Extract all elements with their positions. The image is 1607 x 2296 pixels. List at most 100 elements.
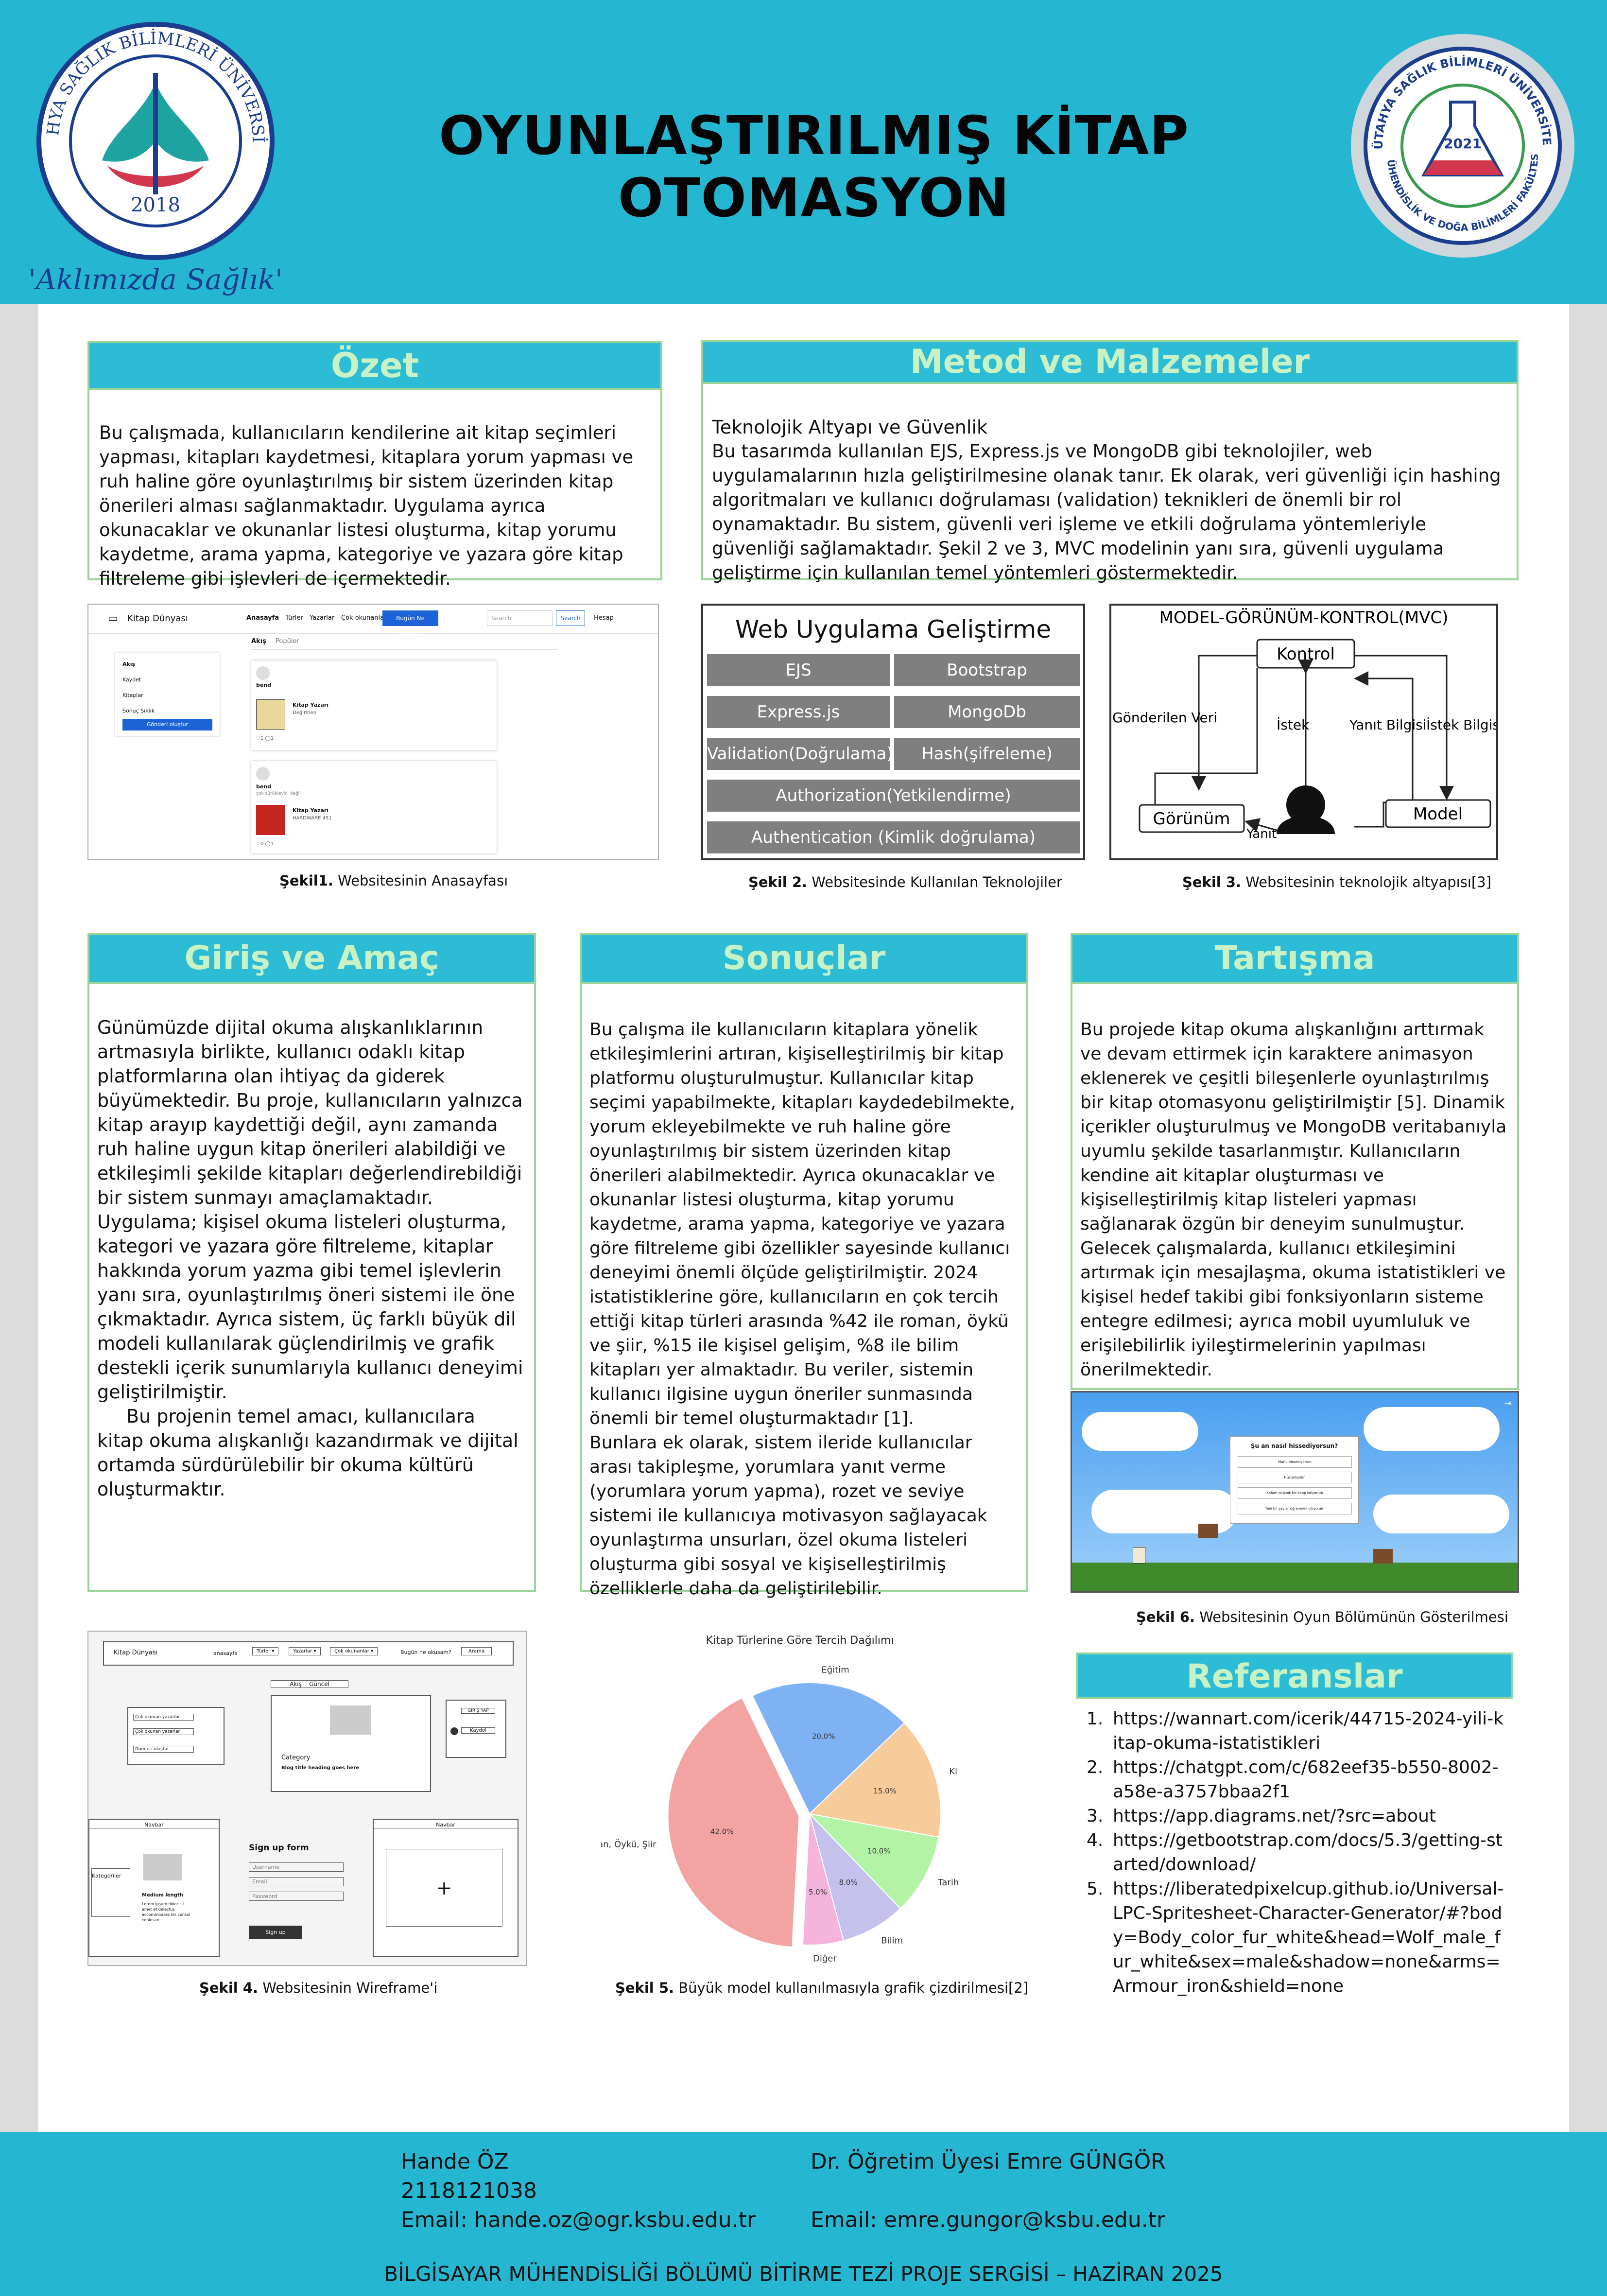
- wf-field-0[interactable]: Username: [249, 1862, 344, 1872]
- wf-categories: Kategoriler: [91, 1868, 130, 1917]
- fig1-account-link[interactable]: Hesap: [594, 614, 614, 622]
- wf-register-button[interactable]: Kaydol: [461, 1727, 495, 1734]
- svg-text:Yanıt: Yanıt: [1246, 827, 1277, 841]
- fig1-post2-user: bend: [256, 783, 272, 790]
- fig1-nav-1[interactable]: Türler: [285, 614, 303, 622]
- wf-lorem: Lorem ipsum dolor sit amet et delectus a…: [142, 1902, 190, 1922]
- cloud: [1373, 1495, 1509, 1533]
- fig1-search-input[interactable]: Search: [487, 610, 553, 626]
- wf-brand[interactable]: Kitap Dünyası: [114, 1649, 158, 1656]
- mood-option-3[interactable]: Yeni bir şeyler öğrenmek istiyorum: [1238, 1503, 1352, 1514]
- wf-auth: GİRİŞ YAP Kaydol: [446, 1700, 506, 1758]
- user-icon: [1286, 785, 1325, 824]
- fig1-brand[interactable]: Kitap Dünyası: [127, 613, 188, 624]
- wf-tabs[interactable]: Akış Güncel: [271, 1680, 348, 1688]
- cloud: [1364, 1407, 1500, 1451]
- reference-link[interactable]: https://getbootstrap.com/docs/5.3/gettin…: [1113, 1830, 1503, 1875]
- character-sprite[interactable]: [1133, 1547, 1145, 1564]
- giris-section: Giriş ve Amaç Günümüzde dijital okuma al…: [87, 933, 536, 1592]
- fig1-create-post-button[interactable]: Gönderi oluştur: [122, 719, 212, 731]
- reference-item: 5.https://liberatedpixelcup.github.io/Un…: [1087, 1879, 1504, 1996]
- wf-navbar-label-2: Navbar: [374, 1822, 518, 1828]
- svg-text:2021: 2021: [1444, 136, 1482, 152]
- reference-item: 3.https://app.diagrams.net/?src=about: [1087, 1806, 1436, 1826]
- fig1-search-button[interactable]: Search: [556, 610, 585, 626]
- wf-nav-0[interactable]: anasayfa: [213, 1650, 238, 1656]
- svg-text:İstek Bilgisi: İstek Bilgisi: [1426, 717, 1496, 733]
- metod-title: Metod ve Malzemeler: [703, 342, 1517, 384]
- mood-option-2[interactable]: Kafam dağınık bir kitap istiyorum: [1238, 1487, 1352, 1499]
- wf-nav-5[interactable]: Arama: [461, 1647, 492, 1655]
- reference-link[interactable]: https://app.diagrams.net/?src=about: [1113, 1806, 1436, 1826]
- tartisma-section: Tartışma Bu projede kitap okuma alışkanl…: [1071, 933, 1519, 1390]
- fig1-side-2[interactable]: Kitaplar: [122, 692, 143, 698]
- student-email[interactable]: Email: hande.oz@ogr.ksbu.edu.tr: [401, 2208, 756, 2232]
- pie-category-label-3: Tarih: [937, 1878, 958, 1888]
- sonuclar-paragraph-1: Bu çalışma ile kullanıcıların kitaplara …: [589, 1020, 1015, 1428]
- pie-category-label-2: Kişisel Gelişim: [949, 1766, 958, 1776]
- fig1-side-1[interactable]: Kaydet: [122, 677, 141, 683]
- fig1-nav-3[interactable]: Çok okunanlar: [341, 614, 387, 622]
- pie-percent-label-3: 10.0%: [867, 1847, 891, 1856]
- giris-body: Günümüzde dijital okuma alışkanlıklarını…: [97, 1015, 525, 1501]
- wf-category: Category: [281, 1754, 311, 1761]
- wf-side-0[interactable]: Çok okunan yazarlar: [133, 1714, 194, 1721]
- figure-4-caption: Şekil 4. Websitesinin Wireframe'i: [199, 1980, 438, 1996]
- reference-item: 2.https://chatgpt.com/c/682eef35-b550-80…: [1087, 1757, 1499, 1802]
- pie-category-label-4: Bilim: [881, 1935, 903, 1946]
- user-icon: [450, 1727, 458, 1735]
- wf-bottom-right: Navbar +: [373, 1819, 518, 1957]
- mood-option-0[interactable]: Mutlu hissediyorum: [1238, 1456, 1352, 1468]
- fig1-suggest-button[interactable]: Bugün Ne Okusam?: [382, 610, 438, 637]
- exit-icon[interactable]: ⇥: [1504, 1398, 1512, 1409]
- wf-side-1[interactable]: Çok okunan yazarlar: [133, 1728, 194, 1735]
- tech-authorization: Authorization(Yetkilendirme): [707, 780, 1080, 812]
- wf-navbar-label: Navbar: [89, 1822, 219, 1828]
- wf-nav-1[interactable]: Türler ▾: [252, 1647, 279, 1655]
- wf-nav-2[interactable]: Yazarlar ▾: [289, 1647, 321, 1655]
- fig1-post1-book: Kitap Yazarı: [293, 702, 329, 708]
- mood-option-1[interactable]: Hüzünlüyüm: [1238, 1472, 1352, 1483]
- wf-category-sub: Blog title heading goes here: [281, 1765, 360, 1771]
- mood-dialog: Şu an nasıl hissediyorsun? Mutlu hissedi…: [1230, 1436, 1359, 1524]
- wf-login-button[interactable]: GİRİŞ YAP: [461, 1708, 495, 1714]
- wf-signup-button[interactable]: Sign up: [249, 1926, 302, 1939]
- tech-authentication: Authentication (Kimlik doğrulama): [707, 821, 1080, 853]
- sonuclar-body: Bu çalışma ile kullanıcıların kitaplara …: [589, 1018, 1017, 1601]
- pie-percent-label-5: 5.0%: [809, 1888, 827, 1896]
- fig1-side-3[interactable]: Sonuç Sıklık: [122, 708, 155, 714]
- advisor-email[interactable]: Email: emre.gungor@ksbu.edu.tr: [811, 2208, 1166, 2232]
- tech-express: Express.js: [707, 696, 890, 728]
- fig1-post2-stats[interactable]: ♡0 ◯1: [256, 841, 274, 847]
- pie-slice-4: [809, 1813, 901, 1942]
- fig1-side-0[interactable]: Akış: [122, 661, 136, 667]
- fig1-nav-0[interactable]: Anasayfa: [246, 614, 279, 622]
- giris-title: Giriş ve Amaç: [89, 935, 534, 984]
- fig1-tab-1[interactable]: Popüler: [276, 638, 299, 645]
- fig1-post1-stats[interactable]: ♡1 ◯1: [256, 736, 274, 741]
- figure-3-mvc: MODEL-GÖRÜNÜM-KONTROL(MVC) Kontrol Görün…: [1109, 604, 1498, 860]
- svg-text:İstek: İstek: [1277, 717, 1310, 733]
- fig1-tab-0[interactable]: Akış: [251, 638, 266, 645]
- book-stack: [1198, 1524, 1218, 1538]
- fig1-nav-2[interactable]: Yazarlar: [310, 614, 335, 622]
- tartisma-title: Tartışma: [1072, 935, 1517, 984]
- metod-body: Bu tasarımda kullanılan EJS, Express.js …: [712, 441, 1501, 583]
- figure-5-pie-chart: Kitap Türlerine Göre Tercih Dağılımı 42.…: [601, 1629, 958, 1974]
- book-cover: [256, 805, 285, 835]
- wf-nav-3[interactable]: Çok okunanlar ▾: [330, 1647, 378, 1655]
- wf-field-2[interactable]: Password: [249, 1892, 344, 1901]
- mvc-diagram: MODEL-GÖRÜNÜM-KONTROL(MVC) Kontrol Görün…: [1112, 608, 1496, 841]
- fig1-sidebar: Akış Kaydet Kitaplar Sonuç Sıklık Gönder…: [115, 653, 220, 736]
- wf-field-1[interactable]: Email: [249, 1877, 344, 1886]
- sonuclar-paragraph-2: Bunlara ek olarak, sistem ileride kullan…: [589, 1433, 987, 1599]
- referanslar-title: Referanslar: [1076, 1652, 1513, 1699]
- pie-chart: Kitap Türlerine Göre Tercih Dağılımı 42.…: [601, 1635, 958, 1964]
- fig1-post2-meta: HARDWARE 451: [293, 816, 332, 821]
- reference-link[interactable]: https://wannart.com/icerik/44715-2024-yi…: [1113, 1709, 1503, 1753]
- wf-side-2[interactable]: Gönderi oluştur: [133, 1746, 194, 1753]
- metod-section: Metod ve Malzemeler Teknolojik Altyapı v…: [701, 340, 1519, 583]
- wf-nav-4[interactable]: Bugün ne okusam?: [400, 1649, 451, 1655]
- reference-link[interactable]: https://liberatedpixelcup.github.io/Univ…: [1113, 1879, 1504, 1996]
- reference-link[interactable]: https://chatgpt.com/c/682eef35-b550-8002…: [1113, 1757, 1499, 1802]
